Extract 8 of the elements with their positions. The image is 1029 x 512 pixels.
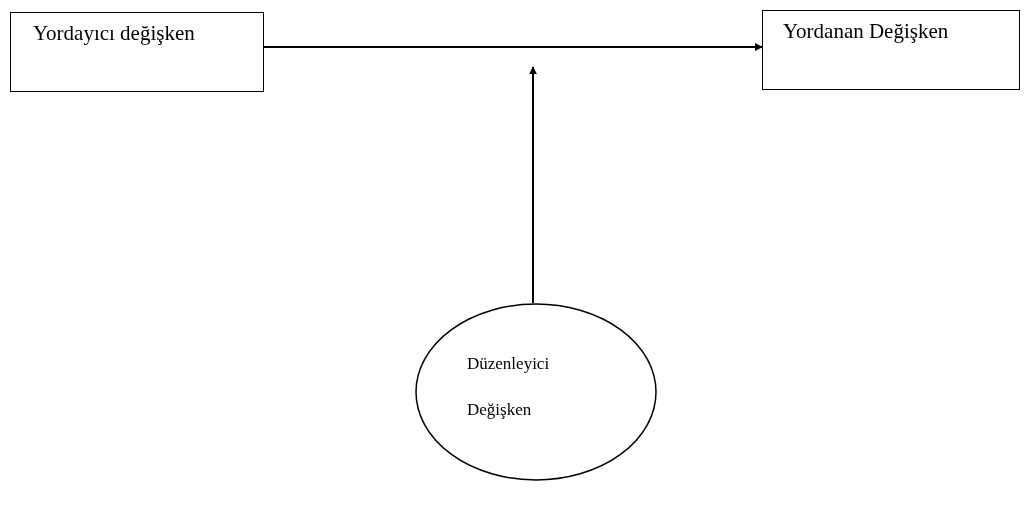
ellipse-node [415,303,657,481]
arrow [263,43,763,51]
node-label: Düzenleyici Değişken [467,353,551,421]
node-label: Yordanan Değişken [783,19,949,43]
arrow [529,66,537,304]
node-label: Yordayıcı değişken [33,21,195,45]
process-box [762,10,1020,90]
process-box [10,12,264,92]
